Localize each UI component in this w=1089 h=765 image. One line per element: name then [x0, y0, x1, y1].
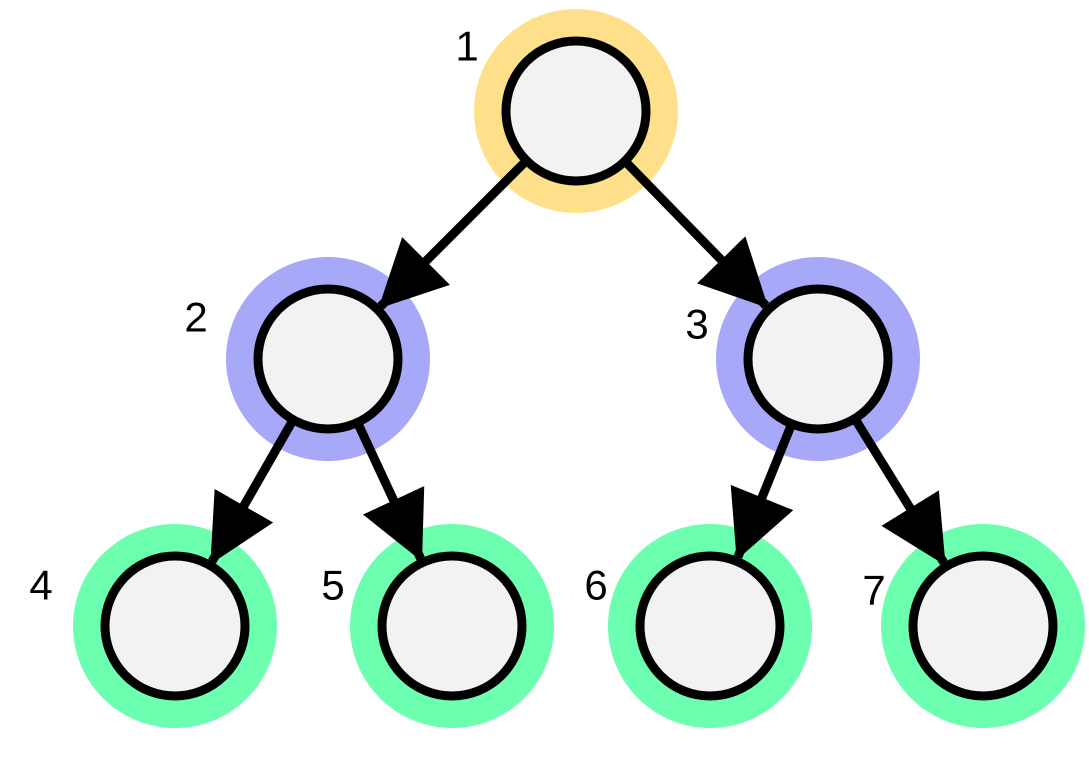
node-2-label: 2 — [184, 294, 207, 341]
node-3-label: 3 — [685, 301, 708, 348]
edge-3-to-7 — [852, 417, 948, 566]
node-5-label: 5 — [321, 562, 344, 609]
edge-2-to-5 — [354, 422, 425, 562]
node-4-circle — [100, 551, 250, 701]
node-3-circle — [743, 284, 893, 434]
edge-1-to-3 — [623, 159, 770, 309]
node-6-circle — [635, 551, 785, 701]
node-5-circle — [377, 551, 527, 701]
edge-2-to-4 — [208, 419, 297, 565]
edge-1-to-2 — [377, 158, 529, 310]
edges-layer — [208, 158, 948, 566]
nodes-layer — [100, 36, 1058, 701]
edge-3-to-6 — [730, 424, 796, 561]
node-2-circle — [253, 284, 403, 434]
node-4-label: 4 — [29, 562, 52, 609]
node-1-label: 1 — [455, 23, 478, 70]
node-1-circle — [501, 36, 651, 186]
node-6-label: 6 — [584, 562, 607, 609]
node-7-label: 7 — [862, 567, 885, 614]
labels-layer: 1 2 3 4 5 6 7 — [29, 23, 885, 614]
node-7-circle — [908, 551, 1058, 701]
